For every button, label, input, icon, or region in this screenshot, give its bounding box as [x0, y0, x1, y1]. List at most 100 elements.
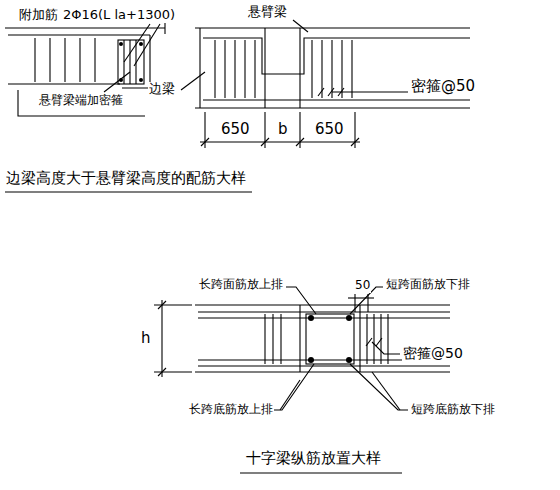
drawing-stroke — [261, 138, 269, 146]
drawing-stroke — [195, 371, 450, 372]
dimension-text: 650 — [220, 121, 251, 138]
dimension-text: h — [140, 330, 152, 347]
drawing-stroke — [280, 380, 300, 410]
drawing-stroke — [64, 38, 65, 82]
drawing-stroke — [79, 38, 80, 82]
drawing-stroke — [372, 372, 400, 410]
drawing-stroke — [387, 314, 388, 364]
dimension-text: 50 — [354, 279, 371, 293]
drawing-stroke — [272, 364, 314, 410]
drawing-stroke — [199, 28, 200, 108]
drawing-stroke — [293, 20, 308, 32]
drawing-stroke — [332, 91, 408, 92]
drawing-stroke — [224, 40, 225, 98]
cantilever-end-detail — [5, 22, 165, 116]
drawing-stroke — [134, 24, 160, 66]
drawing-stroke — [346, 315, 352, 321]
drawing-stroke — [264, 28, 265, 108]
drawing-stroke — [254, 40, 255, 98]
dimension-text: 650 — [314, 121, 345, 138]
rebar-label: 长跨底筋放上排 — [188, 403, 274, 417]
drawing-stroke — [49, 38, 50, 82]
drawing-stroke — [154, 371, 192, 372]
drawing-stroke — [311, 40, 312, 98]
drawing-stroke — [296, 138, 304, 146]
drawing-stroke — [164, 22, 165, 34]
drawing-stroke — [119, 42, 123, 46]
drawing-stroke — [328, 88, 334, 96]
dimension-text: b — [277, 121, 289, 138]
drawing-stroke — [272, 314, 273, 364]
drawing-stroke — [139, 78, 143, 82]
drawing-stroke — [124, 24, 150, 62]
drawing-stroke — [198, 311, 450, 312]
drawing-stroke — [122, 35, 150, 88]
stirrup-spacing-label: 密箍@50 — [402, 345, 464, 361]
rebar-label: 短跨面筋放下排 — [385, 278, 471, 292]
drawing-stroke — [286, 287, 316, 314]
drawing-stroke — [244, 40, 245, 98]
drawing-stroke — [234, 40, 235, 98]
drawing-stroke — [214, 40, 215, 98]
drawing-stroke — [308, 315, 314, 321]
drawing-stroke — [308, 357, 314, 363]
drawing-stroke — [8, 83, 120, 84]
detail-caption: 十字梁纵筋放置大样 — [245, 450, 382, 467]
drawing-stroke — [338, 88, 344, 96]
drawing-stroke — [195, 107, 470, 108]
member-label: 边梁 — [148, 82, 176, 97]
drawing-stroke — [306, 314, 354, 364]
drawing-stroke — [5, 191, 252, 192]
drawing-stroke — [8, 34, 150, 35]
stirrup-spacing-label: 密箍@50 — [410, 78, 476, 95]
edge-beam-detail — [5, 20, 470, 192]
drawing-stroke — [198, 365, 450, 366]
drawing-stroke — [158, 368, 166, 376]
drawing-stroke — [118, 40, 144, 84]
drawing-stroke — [203, 99, 470, 100]
drawing-stroke — [350, 364, 408, 410]
drawing-stroke — [154, 304, 192, 305]
drawing-stroke — [201, 138, 209, 146]
drawing-stroke — [348, 297, 374, 298]
drawing-stroke — [161, 300, 162, 377]
drawing-stroke — [129, 40, 130, 84]
drawing-stroke — [200, 141, 360, 142]
drawing-stroke — [94, 38, 95, 82]
detail-caption: 边梁高度大于悬臂梁高度的配筋大样 — [5, 170, 247, 187]
drawing-stroke — [372, 342, 400, 354]
drawing-stroke — [367, 294, 368, 312]
rebar-spec: 2Φ16(L la+1300) — [62, 8, 176, 23]
drawing-stroke — [318, 88, 324, 96]
drawing-stroke — [104, 72, 130, 92]
member-label: 悬臂梁 — [247, 5, 288, 20]
cross-beam-detail — [154, 287, 450, 473]
drawing-stroke — [195, 304, 450, 305]
drawing-stroke — [18, 90, 145, 116]
drawing-stroke — [203, 38, 470, 74]
drawing-stroke — [240, 472, 402, 473]
drawing-stroke — [346, 357, 352, 363]
drawing-stroke — [34, 38, 35, 82]
drawing-stroke — [351, 40, 352, 98]
drawing-stroke — [299, 305, 300, 372]
drawing-stroke — [366, 314, 367, 364]
drawing-stroke — [5, 27, 165, 28]
rebar-label: 附加筋 — [18, 8, 59, 23]
drawing-stroke — [351, 138, 359, 146]
drawing-stroke — [376, 338, 382, 346]
drawing-stroke — [359, 305, 360, 372]
rebar-label: 长跨面筋放上排 — [198, 278, 284, 292]
drawing-stroke — [299, 28, 300, 108]
drawing-stroke — [366, 338, 372, 346]
drawing-stroke — [264, 314, 265, 364]
drawing-stroke — [139, 42, 143, 46]
drawing-stroke — [181, 72, 205, 90]
drawing-stroke — [158, 301, 166, 309]
drawing-stroke — [373, 314, 374, 364]
rebar-label: 短跨底筋放下排 — [410, 403, 496, 417]
drawing-stroke — [198, 317, 450, 318]
rebar-label: 悬臂梁端加密箍 — [38, 94, 124, 108]
drawing-stroke — [195, 27, 470, 28]
